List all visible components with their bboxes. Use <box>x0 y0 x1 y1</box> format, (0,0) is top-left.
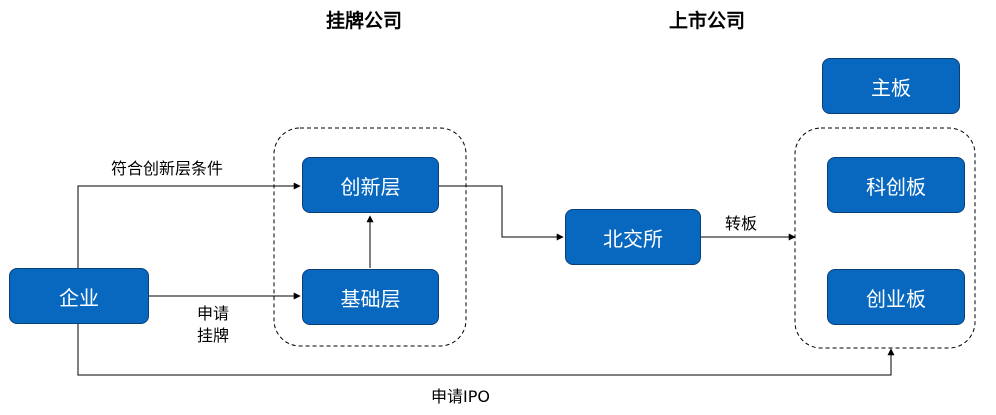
node-enterprise: 企业 <box>9 268 149 324</box>
public-company-heading: 上市公司 <box>669 10 746 32</box>
edge-label-innovation-criteria: 符合创新层条件 <box>111 159 224 178</box>
arrow-innovation-to-bse <box>439 185 564 241</box>
edge-label-apply-line1: 申请 <box>197 304 230 323</box>
public-group-frame <box>794 127 976 349</box>
edge-label-transfer-board: 转板 <box>725 214 758 233</box>
node-basic-tier: 基础层 <box>302 269 439 325</box>
node-innovation-tier: 创新层 <box>302 157 439 213</box>
arrow-enterprise-ipo <box>77 324 895 376</box>
edge-label-apply-line2: 挂牌 <box>197 326 230 345</box>
node-chinext: 创业板 <box>827 269 965 325</box>
listed-company-heading: 挂牌公司 <box>326 10 403 32</box>
edge-label-apply-ipo: 申请IPO <box>431 387 490 406</box>
listed-group-frame <box>273 127 467 347</box>
node-bse: 北交所 <box>565 209 701 265</box>
arrow-enterprise-to-innovation <box>77 182 301 268</box>
node-main-board: 主板 <box>822 58 960 114</box>
node-star-market: 科创板 <box>827 157 965 213</box>
